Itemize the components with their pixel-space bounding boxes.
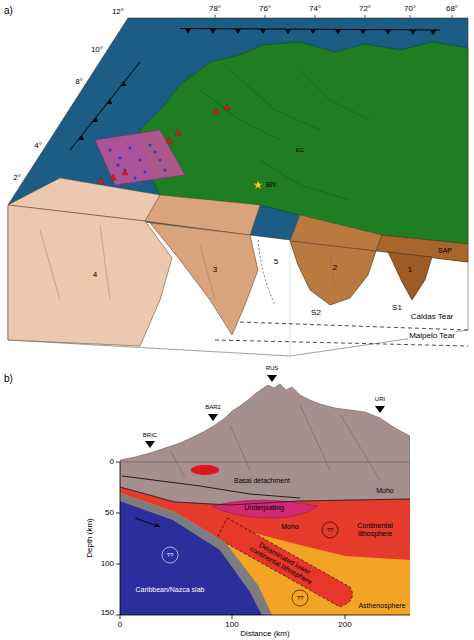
unknown-mark: ?? [297,595,304,602]
tick-label: 100 [101,560,114,569]
unknown-mark: ?? [167,552,174,559]
unknown-mark: ?? [327,527,334,534]
flow-circle [162,547,178,563]
longitude-label: 76° [259,5,271,14]
box-edge [290,238,291,356]
panel-letter: a) [4,5,13,16]
slab-texture [40,225,335,300]
motion-arrow [135,518,160,527]
callout-number: 2 [333,264,337,273]
region-label: SAP [438,247,452,255]
callout-number: 3 [213,266,217,275]
station-label: BAR2 [205,404,221,411]
crust [120,384,410,505]
station-label: BRIC [143,432,157,439]
slab-segment [8,205,172,346]
volcano-symbols [98,104,230,184]
gap-outline [258,240,275,305]
trench-line [180,29,440,31]
station-label: RUS [266,365,279,372]
flow-circle [322,522,338,538]
tick-label: 50 [105,509,114,518]
tick-label: 0 [118,621,122,630]
site-label: BN [266,181,276,189]
segment-label: S2 [311,309,321,318]
layer-label: Caribbean/Nazca slab [136,586,205,594]
tear-line [215,340,468,346]
fault-lines [170,405,380,480]
latitude-label: 8° [75,78,83,87]
cross-section [120,384,410,615]
latitude-label: 12° [112,8,124,17]
slab-segment [290,241,376,305]
arrow-head [154,523,160,527]
layer-label: Continental lithosphere [346,522,404,537]
tick-label: 0 [110,458,114,467]
longitude-label: 68° [446,5,458,14]
layer-label: Underplating [244,504,284,512]
panel-letter: b) [4,373,13,384]
latitude-label: 4° [34,142,42,151]
moho-line [120,487,410,505]
station-triangles [145,375,385,448]
tick-label: 150 [101,609,114,618]
trench-teeth [78,81,126,140]
callout-number: 1 [408,266,412,275]
flow-circle [292,590,308,606]
sea-level-line [120,462,410,463]
land [140,42,468,244]
tick-label: 200 [338,621,351,630]
callout-number: 5 [274,258,278,267]
slab-segment [388,252,432,300]
relief-lines [200,70,370,200]
axis-title: Distance (km) [240,630,289,639]
slab-segment [150,223,258,335]
segment-label: S1 [392,304,402,313]
boundary-label: Moho [281,523,299,531]
station-label: URI [375,396,385,403]
nest-star [253,180,263,189]
tear-label: Caldas Tear [410,313,455,322]
layer-label: Asthenosphere [358,602,405,610]
tear-line [240,322,468,330]
study-area [95,130,185,185]
axis-ticks [116,462,345,619]
latitude-label: 2° [13,174,21,183]
block-diagram [8,18,468,356]
callout-number: 4 [93,271,97,280]
longitude-label: 70° [404,5,416,14]
longitude-label: 78° [209,5,221,14]
longitude-label: 74° [309,5,321,14]
longitude-label: 72° [359,5,371,14]
axes [120,462,410,615]
boundary-label: Moho [376,487,394,495]
region-label: EC [296,147,304,154]
station-dots [109,144,167,180]
magma-body [191,465,219,475]
layer-label: Basal detachment [234,477,290,485]
axis-title: Depth (km) [86,518,95,558]
trench-teeth [185,29,436,35]
slab [120,501,262,615]
tick-label: 100 [225,621,238,630]
tear-label: Malpelo Tear [408,332,456,341]
graticule-ticks [215,15,452,18]
latitude-label: 10° [91,46,103,55]
